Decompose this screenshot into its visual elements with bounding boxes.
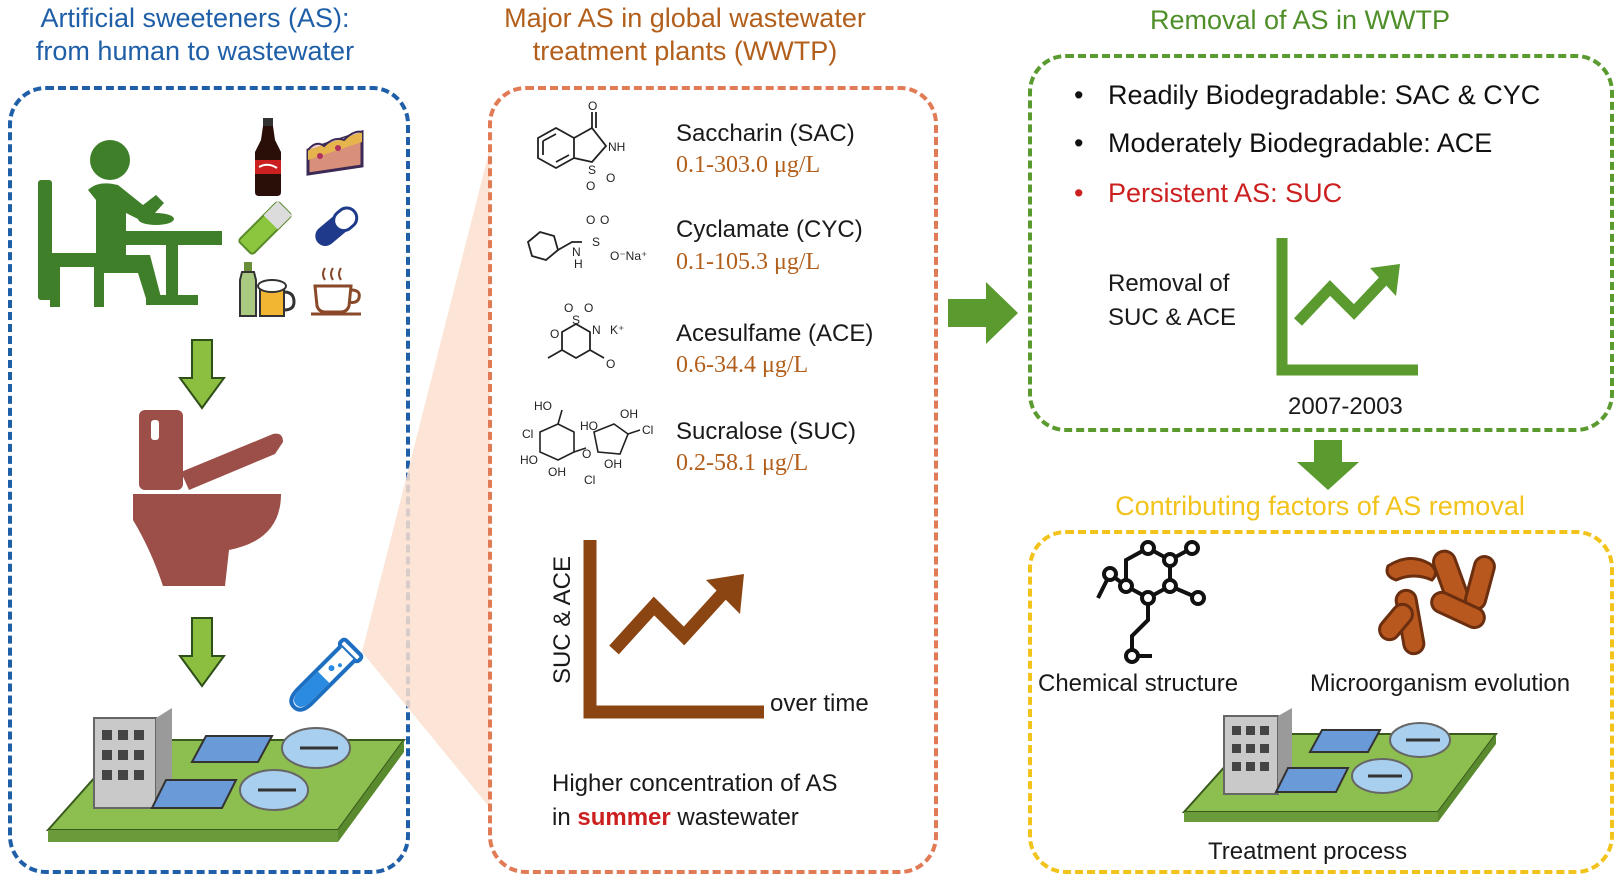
sac-atom-o2: O [586,179,595,193]
sac-atom-o1: O [588,99,597,113]
acesulfame-structure-icon: O O S N K⁺ O O [547,301,624,371]
saccharin-structure-icon: O NH S O O [537,99,625,193]
bullet-moderately: • Moderately Biodegradable: ACE [1074,128,1492,159]
trend-xlabel: over time [770,690,869,717]
arrow-down-icon [1297,440,1359,490]
suc-atom-ho3: HO [520,453,538,467]
suc-atom-cl1: Cl [522,427,533,441]
middle-panel [488,86,938,874]
arrow-right-icon [948,282,1018,344]
removal-label-line1: Removal of [1108,270,1230,297]
compound-range-suc: 0.2-58.1 μg/L [676,450,809,476]
cyclamate-structure-icon: O O S N H O⁻Na⁺ [526,213,647,271]
suc-atom-oh2: OH [548,465,566,479]
compound-range-ace: 0.6-34.4 μg/L [676,352,809,378]
cola-bottle-icon [255,118,281,196]
factor-treatment-process: Treatment process [1208,838,1408,865]
cyc-atom-o2: O [600,213,609,227]
test-tube-icon [289,637,364,712]
removal-label-line2: SUC & ACE [1108,304,1237,331]
suc-atom-ho2: HO [580,419,598,433]
compound-name-suc: Sucralose (SUC) [676,418,857,445]
suc-atom-o: O [582,447,591,461]
cyc-atom-n: N [572,245,581,259]
compound-range-cyc: 0.1-105.3 μg/L [676,249,821,275]
wwtp-plant-icon [1181,708,1498,822]
ace-atom-o2: O [584,301,593,315]
molecule-icon [1096,540,1206,664]
factors-panel [1028,530,1614,874]
bullet-dot: • [1074,178,1084,208]
note-in: in [552,804,571,831]
bullet-readily: • Readily Biodegradable: SAC & CYC [1074,80,1540,111]
left-title-line2: from human to wastewater [35,36,355,66]
bullet-text: Persistent AS: SUC [1108,178,1343,208]
trend-ylabel: SUC & ACE [549,555,576,685]
summer-note-line1: Higher concentration of AS [552,770,838,797]
beer-icon [239,262,296,317]
ace-atom-n: N [592,323,601,337]
bullet-dot: • [1074,80,1084,110]
bullet-persistent: • Persistent AS: SUC [1074,178,1342,209]
wwtp-plant-icon [45,708,406,842]
sac-atom-o3: O [606,171,615,185]
suc-atom-cl2: Cl [642,423,653,437]
sucralose-structure-icon: HO OH HO Cl HO OH O Cl Cl OH [520,399,653,487]
summer-note-line2: in summer wastewater [552,804,799,832]
ace-atom-k: K⁺ [610,323,624,337]
suc-atom-oh1: OH [620,407,638,421]
middle-panel-title: Major AS in global wastewater treatment … [450,2,920,68]
middle-title-line2: treatment plants (WWTP) [532,36,838,66]
factor-microorganism-evolution: Microorganism evolution [1310,670,1571,697]
cyc-atom-ona: O⁻Na⁺ [610,249,647,263]
suc-atom-ho1: HO [534,399,552,413]
coffee-icon [311,267,361,316]
bullet-dot: • [1074,128,1084,158]
note-wastewater: wastewater [677,804,799,831]
compound-name-cyc: Cyclamate (CYC) [676,216,863,243]
ace-atom-s: S [572,313,580,327]
removal-panel [1028,54,1614,432]
sac-atom-nh: NH [608,140,625,154]
compound-name-ace: Acesulfame (ACE) [676,320,874,347]
person-eating-icon [38,140,222,307]
bacteria-icon [1378,549,1496,656]
gum-icon [238,201,292,255]
ace-atom-o3: O [550,327,559,341]
bullet-text: Moderately Biodegradable: ACE [1108,128,1493,158]
middle-title-line1: Major AS in global wastewater [504,3,866,33]
removal-panel-title: Removal of AS in WWTP [1149,5,1451,35]
suc-atom-cl3: Cl [584,473,595,487]
left-title-line1: Artificial sweeteners (AS): [40,3,350,33]
cyc-atom-o1: O [586,213,595,227]
left-panel-title: Artificial sweeteners (AS): from human t… [0,2,390,68]
note-summer: summer [577,804,671,831]
suc-atom-oh3: OH [604,457,622,471]
arrow-down-icon [178,339,226,410]
pill-icon [315,206,359,246]
compound-name-sac: Saccharin (SAC) [676,120,855,147]
cyc-atom-h: H [574,257,583,271]
factors-panel-title: Contributing factors of AS removal [1115,491,1525,521]
arrow-down-icon [178,617,226,688]
toilet-icon [133,410,283,586]
trend-up-icon [1276,238,1418,376]
sac-atom-s: S [588,163,596,177]
bullet-text: Readily Biodegradable: SAC & CYC [1108,80,1541,110]
cake-icon [306,129,364,176]
ace-atom-o1: O [564,301,573,315]
removal-years: 2007-2003 [1288,393,1403,420]
factor-chemical-structure: Chemical structure [1038,670,1239,697]
trend-up-icon [583,540,764,719]
cyc-atom-s: S [592,235,600,249]
compound-range-sac: 0.1-303.0 μg/L [676,152,821,178]
ace-atom-o4: O [606,357,615,371]
